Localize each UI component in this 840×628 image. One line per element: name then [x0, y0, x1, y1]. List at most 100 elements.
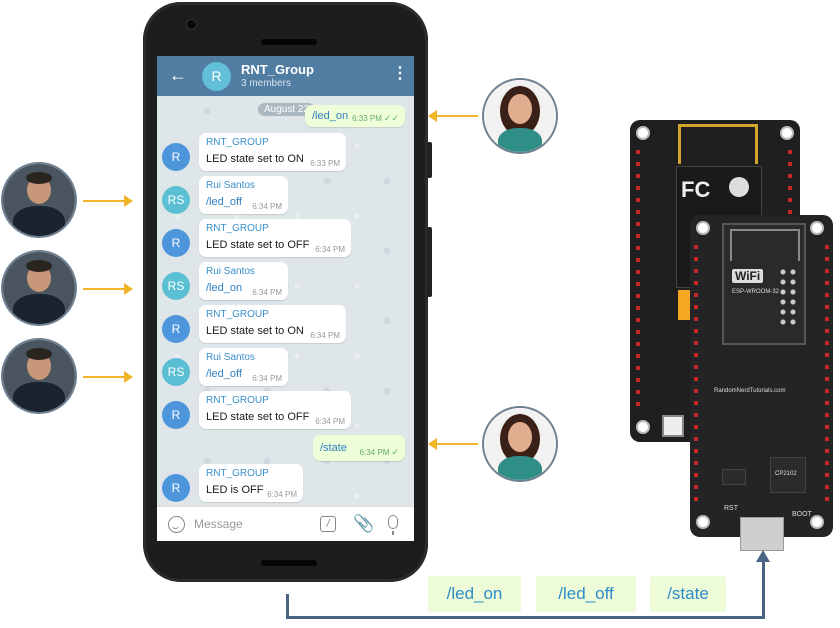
chat-header: ← R RNT_Group 3 members ⋮ [157, 56, 414, 96]
message-sender[interactable]: Rui Santos [206, 352, 255, 363]
mounting-hole [636, 126, 650, 140]
message-text: LED state set to OFF [206, 411, 310, 423]
sent-checkmark-icon: ✓ [391, 447, 399, 457]
date-separator: August 22 [258, 103, 316, 116]
usb-port [740, 517, 784, 551]
message-text[interactable]: /led_off [206, 368, 242, 380]
command-tag: /state [650, 576, 726, 612]
chat-message[interactable]: RNT_GROUP LED state set to OFF 6:34 PM [199, 219, 351, 257]
chat-message[interactable]: RNT_GROUP LED state set to ON 6:34 PM [199, 305, 346, 343]
message-sender[interactable]: Rui Santos [206, 180, 255, 191]
arrow-left-icon [428, 110, 478, 122]
back-arrow-icon[interactable]: ← [169, 65, 187, 85]
wifi-module: WiFi ESP-WROOM-32 [722, 223, 806, 345]
mounting-hole [696, 515, 710, 529]
message-text: LED state set to ON [206, 153, 304, 165]
chat-message[interactable]: RNT_GROUP LED is OFF 6:34 PM [199, 464, 303, 502]
message-time: 6:34 PM [315, 245, 345, 254]
message-text: LED state set to ON [206, 325, 304, 337]
connection-line [286, 594, 289, 619]
message-text[interactable]: /state [320, 442, 347, 454]
message-text: LED state set to OFF [206, 239, 310, 251]
sender-avatar[interactable]: R [162, 401, 190, 429]
boot-label: BOOT [792, 511, 812, 518]
message-input[interactable]: Message [194, 517, 243, 531]
group-title[interactable]: RNT_Group [241, 62, 314, 77]
message-time: 6:34 PM [310, 331, 340, 340]
message-sender[interactable]: RNT_GROUP [206, 309, 269, 320]
message-time: 6:34 PM [252, 202, 282, 211]
arrow-right-icon [83, 283, 133, 295]
mounting-hole [780, 126, 794, 140]
sender-avatar[interactable]: R [162, 229, 190, 257]
command-tag: /led_on [428, 576, 521, 612]
message-text[interactable]: /led_on [206, 282, 243, 294]
arrow-up-icon [756, 550, 770, 562]
message-sender[interactable]: RNT_GROUP [206, 223, 269, 234]
connection-line [286, 616, 765, 619]
bot-command-icon[interactable]: / [320, 516, 336, 532]
message-sender[interactable]: RNT_GROUP [206, 468, 269, 479]
chat-message[interactable]: Rui Santos /led_off 6:34 PM [199, 348, 288, 386]
message-time: 6:33 PM✓✓ [352, 113, 399, 123]
message-text: LED is OFF [206, 484, 264, 496]
message-time: 6:33 PM [310, 159, 340, 168]
arrow-right-icon [83, 371, 133, 383]
chat-message-outgoing[interactable]: /led_on 6:33 PM✓✓ [305, 105, 405, 127]
chat-message[interactable]: RNT_GROUP LED state set to ON 6:33 PM [199, 133, 346, 171]
arrow-left-icon [428, 438, 478, 450]
message-sender[interactable]: RNT_GROUP [206, 137, 269, 148]
user-photo-man [3, 340, 75, 412]
user-photo-man [3, 252, 75, 324]
volume-button [427, 227, 432, 297]
sender-avatar[interactable]: R [162, 315, 190, 343]
power-button [427, 142, 432, 178]
emoji-icon[interactable] [168, 516, 185, 533]
arrow-right-icon [83, 195, 133, 207]
message-text[interactable]: /led_on [312, 110, 349, 122]
module-label: ESP-WROOM-32 [732, 289, 780, 295]
attach-icon[interactable]: 📎 [353, 514, 375, 533]
message-sender[interactable]: RNT_GROUP [206, 395, 269, 406]
front-camera [187, 20, 196, 29]
connection-line [762, 560, 765, 619]
user-photo-woman [484, 408, 556, 480]
esp32-board: WiFi ESP-WROOM-32 RandomNerdTutorials.co… [690, 215, 833, 537]
sender-avatar[interactable]: R [162, 474, 190, 502]
sender-avatar[interactable]: RS [162, 186, 190, 214]
chat-message[interactable]: Rui Santos /led_on 6:34 PM [199, 262, 288, 300]
regulator-chip [722, 469, 746, 485]
more-options-icon[interactable]: ⋮ [392, 65, 408, 82]
earpiece-speaker [261, 39, 317, 45]
message-time: 6:34 PM [252, 374, 282, 383]
message-sender[interactable]: Rui Santos [206, 266, 255, 277]
mounting-hole [810, 515, 824, 529]
brand-label: RandomNerdTutorials.com [714, 388, 786, 394]
read-checkmarks-icon: ✓✓ [383, 113, 399, 123]
user-photo-man [3, 164, 75, 236]
sender-avatar[interactable]: R [162, 143, 190, 171]
sender-avatar[interactable]: RS [162, 358, 190, 386]
mounting-hole [696, 221, 710, 235]
mounting-hole [810, 221, 824, 235]
group-avatar[interactable]: R [202, 62, 231, 91]
rst-button[interactable] [662, 415, 684, 437]
message-text[interactable]: /led_off [206, 196, 242, 208]
wifi-logo: WiFi [732, 269, 764, 283]
group-members-count: 3 members [241, 78, 292, 89]
message-time: 6:34 PM [267, 490, 297, 499]
sender-avatar[interactable]: RS [162, 272, 190, 300]
chat-message-outgoing[interactable]: /state 6:34 PM✓ [313, 435, 405, 461]
telegram-chat-screen: ← R RNT_Group 3 members ⋮ August 22 /led… [157, 56, 414, 541]
user-photo-woman [484, 80, 556, 152]
chip-label: CP2102 [775, 471, 797, 477]
rst-label: RST [724, 505, 738, 512]
command-tag: /led_off [536, 576, 636, 612]
message-time: 6:34 PM✓ [359, 447, 399, 457]
message-input-bar: Message / 📎 [157, 506, 414, 541]
mounting-hole [636, 420, 650, 434]
bottom-speaker [261, 560, 317, 566]
microphone-icon[interactable] [388, 515, 398, 535]
chat-message[interactable]: Rui Santos /led_off 6:34 PM [199, 176, 288, 214]
chat-message[interactable]: RNT_GROUP LED state set to OFF 6:34 PM [199, 391, 351, 429]
